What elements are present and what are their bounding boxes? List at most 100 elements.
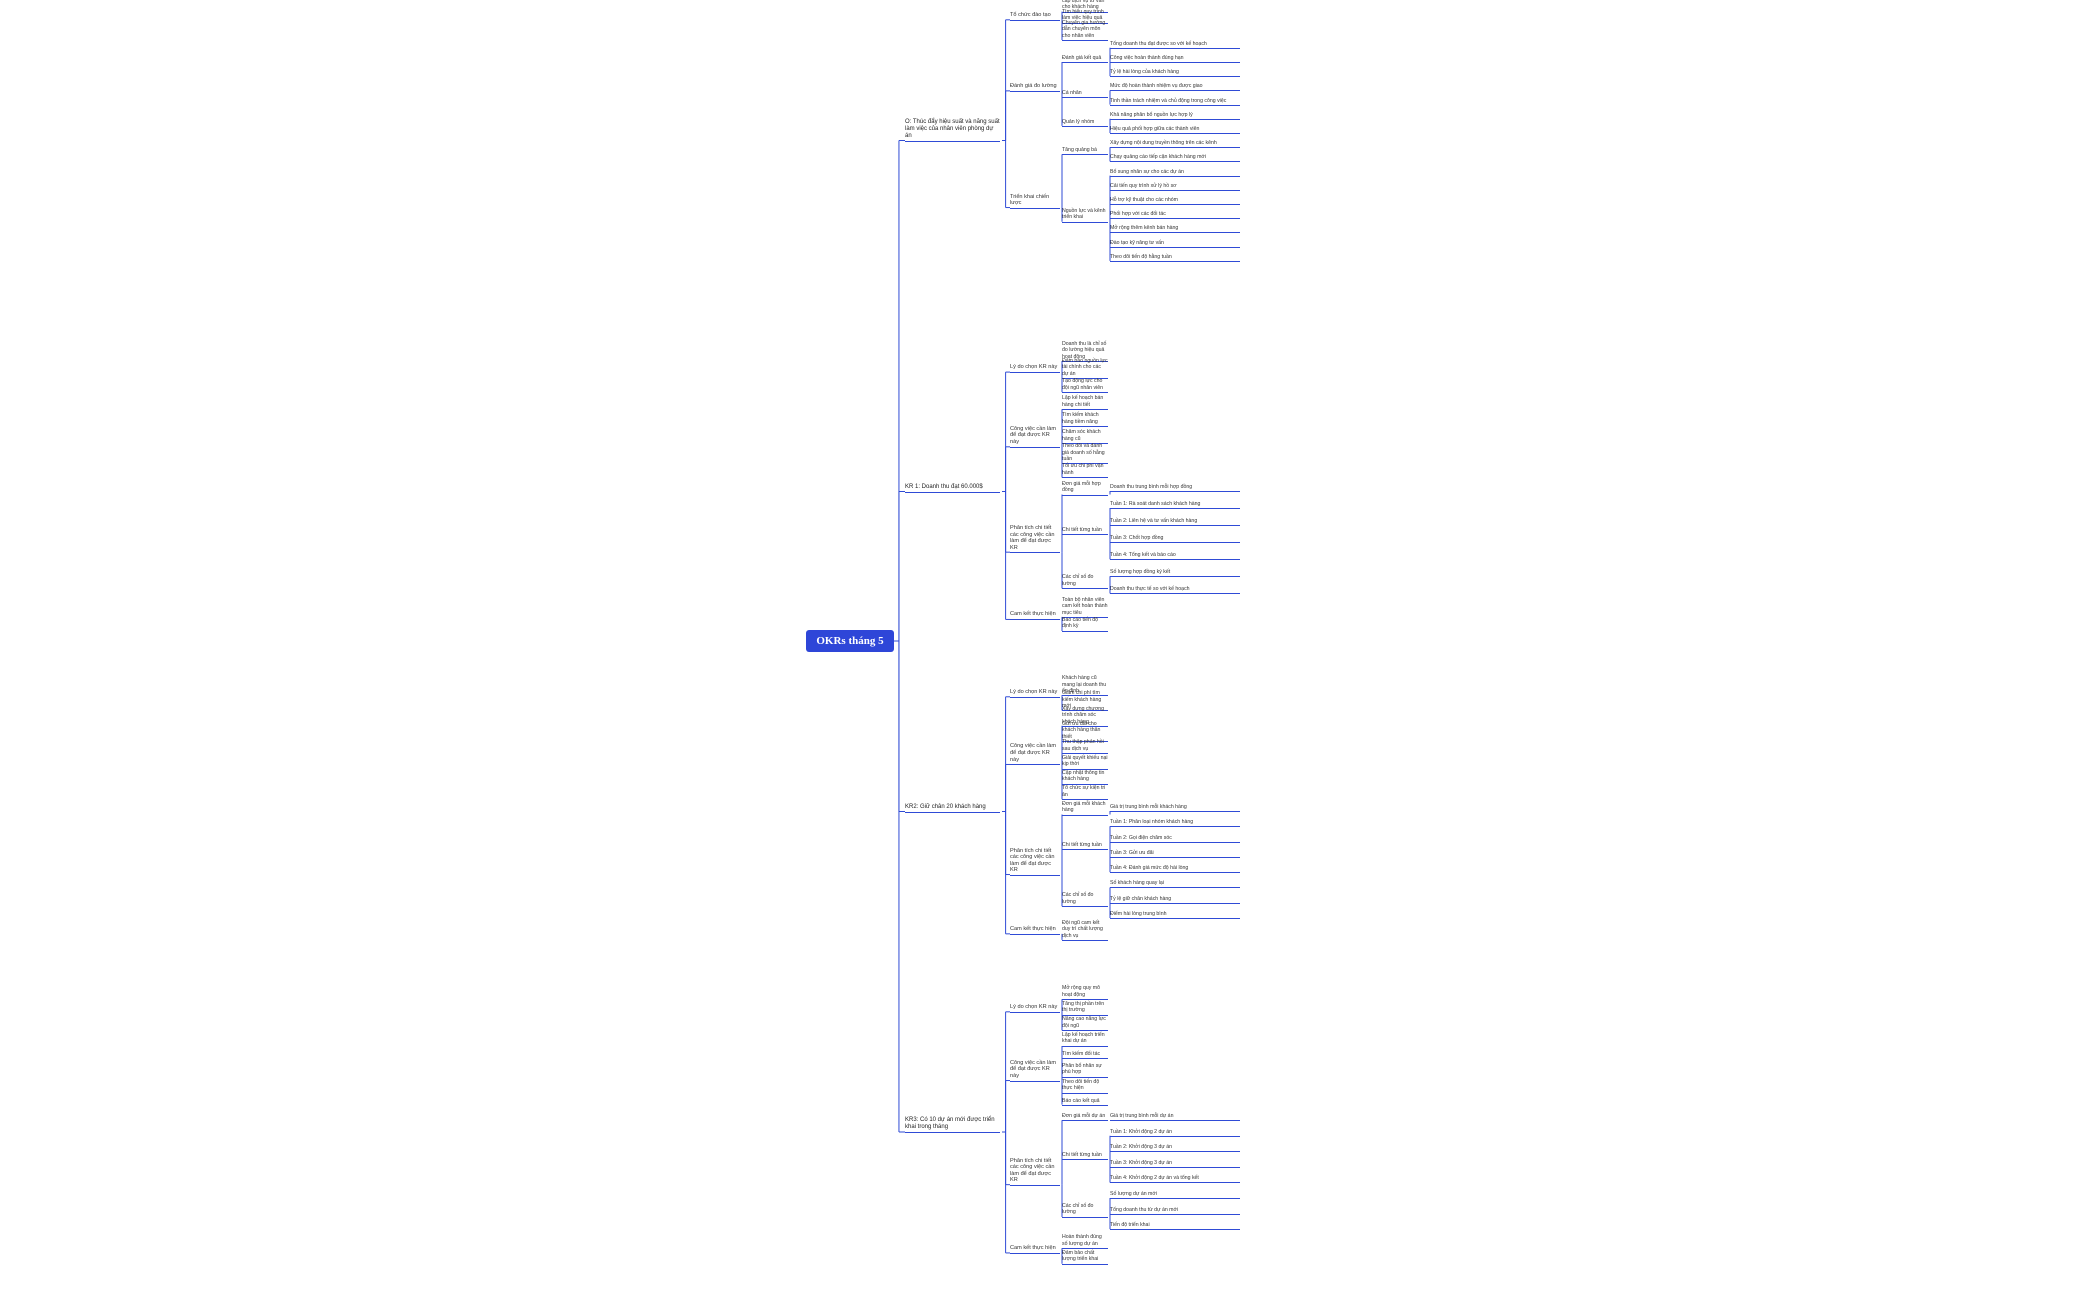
mindmap-node-level-3[interactable]: Dự án đang cung cấp dịch vụ tư vấn cho k… bbox=[1062, 0, 1105, 11]
mindmap-node-level-4[interactable]: Tuần 4: Đánh giá mức độ hài lòng bbox=[1110, 865, 1189, 872]
mindmap-node-level-3[interactable]: Chuyên gia hướng dẫn chuyên môn cho nhân… bbox=[1062, 20, 1106, 39]
mindmap-node-level-4[interactable]: Tuần 2: Khởi động 3 dự án bbox=[1110, 1144, 1173, 1151]
mindmap-node-level-4[interactable]: Tuần 2: Gọi điện chăm sóc bbox=[1110, 834, 1172, 841]
mindmap-node-level-2[interactable]: Lý do chọn KR này bbox=[1010, 364, 1058, 371]
mindmap-node-level-4[interactable]: Điểm hài lòng trung bình bbox=[1110, 911, 1167, 918]
mindmap-node-level-3[interactable]: Các chỉ số đo lường bbox=[1062, 574, 1094, 587]
mindmap-node-level-3[interactable]: Hoàn thành đúng số lượng dự án bbox=[1062, 1234, 1102, 1247]
mindmap-node-level-3[interactable]: Chi tiết từng tuần bbox=[1062, 842, 1102, 849]
mindmap-node-level-3[interactable]: Tìm kiếm khách hàng tiềm năng bbox=[1062, 412, 1099, 425]
mindmap-node-level-4[interactable]: Tuần 3: Khởi động 3 dự án bbox=[1110, 1159, 1173, 1166]
mindmap-node-level-1[interactable]: KR2: Giữ chân 20 khách hàng bbox=[905, 803, 986, 810]
mindmap-node-level-4[interactable]: Hiệu quả phối hợp giữa các thành viên bbox=[1110, 126, 1200, 132]
mindmap-node-level-4[interactable]: Tuần 1: Khởi động 2 dự án bbox=[1110, 1128, 1173, 1135]
mindmap-node-level-3[interactable]: Đơn giá mỗi khách hàng bbox=[1062, 800, 1106, 813]
mindmap-node-level-3[interactable]: Doanh thu là chỉ số đo lường hiệu quả ho… bbox=[1062, 341, 1107, 360]
mindmap-node-level-4[interactable]: Tinh thần trách nhiệm và chủ động trong … bbox=[1110, 97, 1227, 104]
mindmap-node-level-4[interactable]: Tuần 1: Phân loại nhóm khách hàng bbox=[1110, 819, 1194, 826]
mindmap-node-level-1[interactable]: O: Thúc đẩy hiệu suất và năng suất làm v… bbox=[905, 118, 1000, 139]
mindmap-node-level-3[interactable]: Chăm sóc khách hàng cũ bbox=[1062, 429, 1101, 442]
mindmap-node-level-3[interactable]: Khách hàng cũ mang lại doanh thu ổn định bbox=[1062, 675, 1107, 694]
mindmap-node-level-2[interactable]: Công việc cần làm để đạt được KR này bbox=[1010, 1059, 1057, 1079]
mindmap-node-level-4[interactable]: Tiến độ triển khai bbox=[1110, 1222, 1150, 1229]
mindmap-node-level-2[interactable]: Đánh giá đo lường bbox=[1010, 82, 1057, 89]
mindmap-node-level-4[interactable]: Giá trị trung bình mỗi khách hàng bbox=[1110, 804, 1187, 810]
mindmap-node-level-3[interactable]: Các chỉ số đo lường bbox=[1062, 892, 1094, 905]
mindmap-node-level-3[interactable]: Chi tiết từng tuần bbox=[1062, 526, 1102, 533]
mindmap-node-level-3[interactable]: Tạo động lực cho đội ngũ nhân viên bbox=[1062, 378, 1103, 391]
mindmap-node-level-4[interactable]: Giá trị trung bình mỗi dự án bbox=[1110, 1113, 1174, 1120]
mindmap-node-level-4[interactable]: Tổng doanh thu từ dự án mới bbox=[1110, 1206, 1179, 1213]
mindmap-node-level-4[interactable]: Doanh thu trung bình mỗi hợp đồng bbox=[1110, 484, 1193, 490]
mindmap-node-level-3[interactable]: Báo cáo tiến độ định kỳ bbox=[1062, 616, 1099, 630]
mindmap-node-level-3[interactable]: Nguồn lực và kênh triển khai bbox=[1062, 207, 1106, 221]
mindmap-node-level-4[interactable]: Tuần 3: Chốt hợp đồng bbox=[1110, 535, 1164, 542]
mindmap-node-level-3[interactable]: Phân bổ nhân sự phù hợp bbox=[1062, 1063, 1102, 1076]
mindmap-node-level-4[interactable]: Hỗ trợ kỹ thuật cho các nhóm bbox=[1110, 197, 1178, 204]
mindmap-node-level-2[interactable]: Cam kết thực hiện bbox=[1010, 1244, 1056, 1251]
mindmap-node-level-4[interactable]: Doanh thu thực tế so với kế hoạch bbox=[1110, 586, 1190, 593]
mindmap-node-level-4[interactable]: Tuần 2: Liên hệ và tư vấn khách hàng bbox=[1110, 518, 1198, 525]
mindmap-node-level-4[interactable]: Số khách hàng quay lại bbox=[1110, 880, 1164, 887]
mindmap-node-level-2[interactable]: Cam kết thực hiện bbox=[1010, 925, 1056, 932]
root-node[interactable]: OKRs tháng 5 bbox=[806, 630, 894, 652]
mindmap-node-level-3[interactable]: Đảm bảo chất lượng triển khai bbox=[1062, 1249, 1099, 1263]
mindmap-node-level-4[interactable]: Tỷ lệ giữ chân khách hàng bbox=[1110, 895, 1172, 902]
mindmap-node-level-2[interactable]: Lý do chọn KR này bbox=[1010, 688, 1058, 695]
mindmap-node-level-3[interactable]: Đơn giá mỗi dự án bbox=[1062, 1113, 1106, 1120]
mindmap-node-level-3[interactable]: Tìm kiếm đối tác bbox=[1062, 1051, 1101, 1057]
mindmap-node-level-3[interactable]: Lập kế hoạch bán hàng chi tiết bbox=[1062, 395, 1104, 408]
mindmap-node-level-2[interactable]: Cam kết thực hiện bbox=[1010, 611, 1056, 618]
mindmap-node-level-3[interactable]: Xây dựng chương trình chăm sóc khách hàn… bbox=[1062, 705, 1105, 725]
mindmap-node-level-2[interactable]: Phân tích chi tiết các công việc cần làm… bbox=[1010, 525, 1055, 551]
mindmap-node-level-4[interactable]: Số lượng hợp đồng ký kết bbox=[1110, 569, 1171, 576]
mindmap-node-level-4[interactable]: Tổng doanh thu đạt được so với kế hoạch bbox=[1110, 40, 1207, 47]
mindmap-node-level-3[interactable]: Lập kế hoạch triển khai dự án bbox=[1062, 1031, 1105, 1045]
mindmap-node-level-3[interactable]: Chi tiết từng tuần bbox=[1062, 1152, 1102, 1159]
mindmap-node-level-3[interactable]: Tối ưu chi phí vận hành bbox=[1062, 463, 1104, 476]
mindmap-node-level-3[interactable]: Gửi ưu đãi cho khách hàng thân thiết bbox=[1062, 721, 1101, 740]
mindmap-node-level-4[interactable]: Cải tiến quy trình xử lý hồ sơ bbox=[1110, 182, 1177, 189]
mindmap-node-level-2[interactable]: Triển khai chiến lược bbox=[1010, 193, 1050, 207]
mindmap-node-level-3[interactable]: Tìm hiểu quy trình làm việc hiệu quả bbox=[1062, 8, 1104, 22]
mindmap-node-level-4[interactable]: Chạy quảng cáo tiếp cận khách hàng mới bbox=[1110, 154, 1206, 161]
mindmap-node-level-4[interactable]: Tuần 4: Khởi động 2 dự án và tổng kết bbox=[1110, 1175, 1199, 1182]
mindmap-node-level-4[interactable]: Mức độ hoàn thành nhiệm vụ được giao bbox=[1110, 83, 1203, 90]
mindmap-node-level-2[interactable]: Công việc cần làm để đạt được KR này bbox=[1010, 425, 1057, 445]
mindmap-node-level-3[interactable]: Tăng quảng bá bbox=[1062, 147, 1097, 154]
mindmap-node-level-2[interactable]: Tổ chức đào tạo bbox=[1010, 11, 1051, 18]
mindmap-node-level-4[interactable]: Bổ sung nhân sự cho các dự án bbox=[1110, 168, 1184, 175]
mindmap-node-level-4[interactable]: Theo dõi tiến độ hằng tuần bbox=[1110, 253, 1172, 260]
mindmap-node-level-4[interactable]: Mở rộng thêm kênh bán hàng bbox=[1110, 225, 1179, 232]
mindmap-node-level-3[interactable]: Tăng thị phần trên thị trường bbox=[1062, 1000, 1105, 1014]
mindmap-node-level-3[interactable]: Nâng cao năng lực đội ngũ bbox=[1062, 1016, 1106, 1029]
mindmap-node-level-3[interactable]: Toàn bộ nhân viên cam kết hoàn thành mục… bbox=[1062, 596, 1108, 616]
mindmap-node-level-3[interactable]: Mở rộng quy mô hoạt động bbox=[1062, 985, 1100, 998]
mindmap-node-level-4[interactable]: Tuần 3: Gửi ưu đãi bbox=[1110, 849, 1154, 856]
mindmap-node-level-3[interactable]: Giảm chi phí tìm kiếm khách hàng mới bbox=[1062, 690, 1102, 710]
mindmap-node-level-4[interactable]: Đào tạo kỹ năng tư vấn bbox=[1110, 239, 1164, 246]
mindmap-node-level-3[interactable]: Đánh giá kết quả bbox=[1062, 54, 1102, 61]
mindmap-node-level-3[interactable]: Tổ chức sự kiện tri ân bbox=[1062, 785, 1106, 798]
mindmap-node-level-4[interactable]: Xây dựng nội dung truyền thông trên các … bbox=[1110, 140, 1217, 147]
mindmap-node-level-4[interactable]: Tỷ lệ hài lòng của khách hàng bbox=[1110, 69, 1179, 76]
mindmap-node-level-4[interactable]: Tuần 4: Tổng kết và báo cáo bbox=[1110, 552, 1176, 559]
mindmap-node-level-4[interactable]: Phối hợp với các đối tác bbox=[1110, 211, 1166, 218]
mindmap-node-level-4[interactable]: Số lượng dự án mới bbox=[1110, 1191, 1157, 1197]
mindmap-node-level-3[interactable]: Theo dõi và đánh giá doanh số hằng tuần bbox=[1062, 443, 1105, 463]
mindmap-node-level-3[interactable]: Báo cáo kết quả bbox=[1062, 1097, 1100, 1104]
mindmap-node-level-2[interactable]: Lý do chọn KR này bbox=[1010, 1003, 1058, 1010]
mindmap-node-level-4[interactable]: Tuần 1: Rà soát danh sách khách hàng bbox=[1110, 501, 1201, 508]
mindmap-node-level-3[interactable]: Các chỉ số đo lường bbox=[1062, 1203, 1094, 1216]
mindmap-node-level-3[interactable]: Thu thập phản hồi sau dịch vụ bbox=[1062, 739, 1104, 752]
mindmap-node-level-3[interactable]: Cá nhân bbox=[1062, 90, 1082, 97]
mindmap-node-level-3[interactable]: Theo dõi tiến độ thực hiện bbox=[1062, 1078, 1100, 1092]
mindmap-node-level-3[interactable]: Cập nhật thông tin khách hàng bbox=[1062, 769, 1105, 783]
mindmap-node-level-3[interactable]: Đội ngũ cam kết duy trì chất lượng dịch … bbox=[1062, 919, 1103, 939]
mindmap-node-level-3[interactable]: Đảm bảo nguồn lực tài chính cho các dự á… bbox=[1062, 358, 1108, 377]
mindmap-node-level-1[interactable]: KR3: Có 10 dự án mới được triển khai tro… bbox=[905, 1117, 995, 1130]
mindmap-node-level-3[interactable]: Giải quyết khiếu nại kịp thời bbox=[1062, 754, 1108, 768]
mindmap-node-level-4[interactable]: Công việc hoàn thành đúng hạn bbox=[1110, 54, 1184, 61]
mindmap-node-level-3[interactable]: Quản lý nhóm bbox=[1062, 118, 1095, 125]
mindmap-node-level-2[interactable]: Phân tích chi tiết các công việc cần làm… bbox=[1010, 1157, 1055, 1184]
